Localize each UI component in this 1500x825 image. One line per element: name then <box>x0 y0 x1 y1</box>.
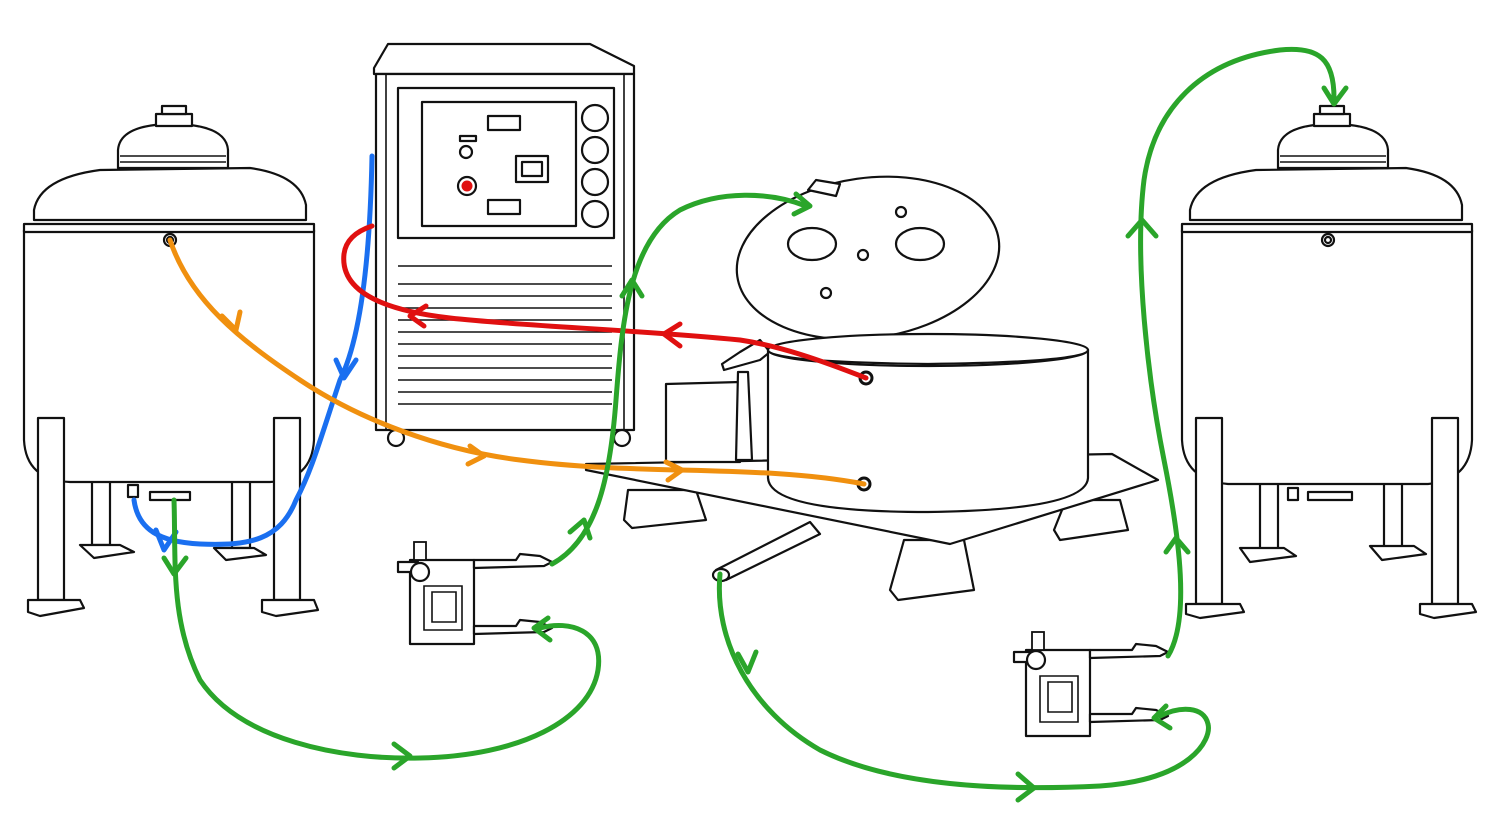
left-tank <box>22 104 320 618</box>
blue-flow-line <box>131 153 375 553</box>
right-tank <box>1180 104 1478 620</box>
green-flow-line-left <box>161 191 813 771</box>
right-pump <box>1012 631 1170 738</box>
vent-grille <box>398 283 612 405</box>
centrifuge <box>584 175 1160 602</box>
red-flow-line <box>341 223 869 381</box>
indicator-light <box>461 180 473 192</box>
green-flow-line-right <box>716 46 1349 803</box>
orange-flow-line <box>167 237 867 487</box>
left-pump <box>396 541 554 646</box>
chiller-unit <box>372 42 636 448</box>
